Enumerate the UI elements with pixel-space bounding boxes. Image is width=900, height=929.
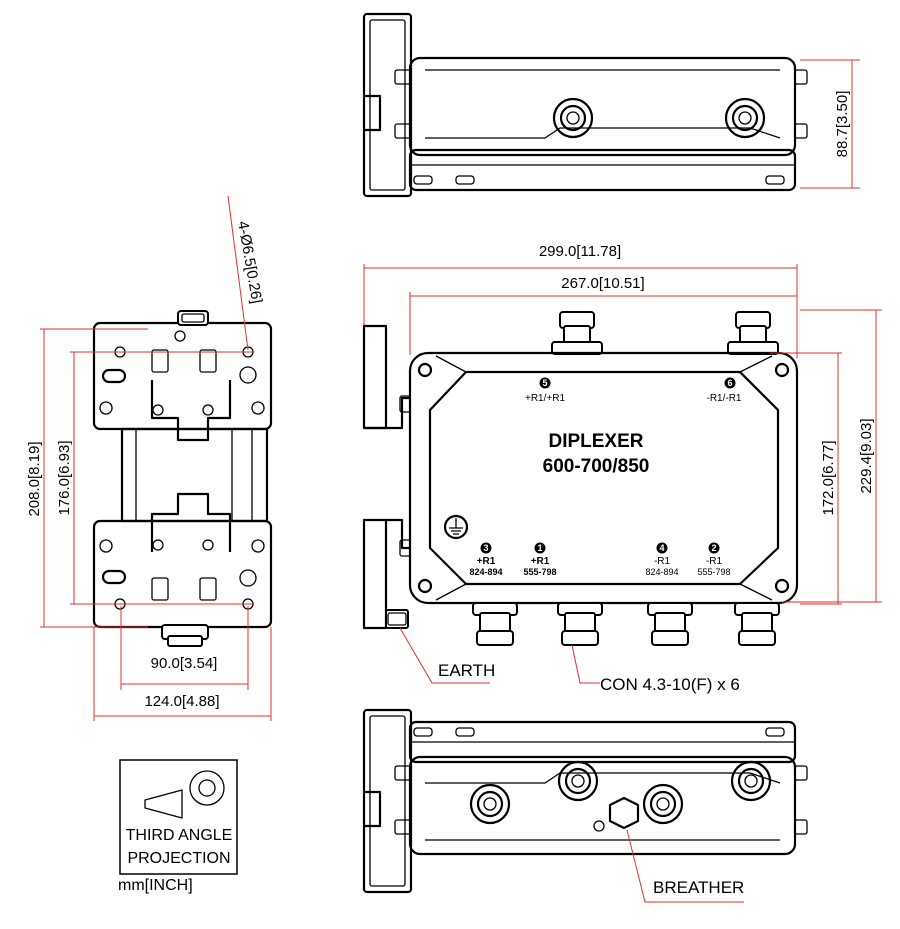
dim-hole-callout: 4-Ø6.5[0.26] (234, 220, 265, 305)
dim-overall-width: 299.0[11.78] (539, 243, 621, 260)
port-label-4: 4 -R1 824-894 (645, 542, 679, 577)
bottom-connector-1 (472, 602, 518, 646)
port-label-2: 2 -R1 555-798 (697, 542, 731, 577)
svg-text:+R1: +R1 (531, 556, 550, 567)
dim-body-width: 267.0[10.51] (561, 275, 644, 292)
bottom-view: BREATHER (362, 708, 808, 903)
dim-hole-spacing-h: 90.0[3.54] (151, 655, 218, 672)
projection-line2: PROJECTION (127, 850, 230, 867)
svg-text:+R1: +R1 (477, 556, 496, 567)
dim-bracket-width: 124.0[4.88] (144, 693, 219, 710)
bottom-view-connector-1 (469, 783, 511, 825)
projection-line1: THIRD ANGLE (126, 827, 233, 844)
port-label-1: 1 +R1 555-798 (523, 542, 557, 577)
bottom-view-connector-4 (730, 760, 772, 802)
bottom-connector-3 (647, 602, 693, 646)
earth-terminal (385, 609, 409, 629)
svg-text:3: 3 (483, 543, 488, 553)
device-bands: 600-700/850 (543, 456, 650, 477)
bottom-connector-2 (557, 602, 603, 646)
projection-symbol-box: THIRD ANGLE PROJECTION (119, 759, 238, 875)
svg-text:-R1/-R1: -R1/-R1 (706, 393, 741, 404)
connector-label: CON 4.3-10(F) x 6 (600, 675, 740, 694)
svg-text:824-894: 824-894 (469, 567, 502, 577)
units-label: mm[INCH] (118, 877, 193, 894)
side-top-connector (177, 310, 209, 326)
side-view: 208.0[8.19] 176.0[6.93] 90.0[3.54] 124.0… (26, 195, 273, 721)
svg-text:-R1: -R1 (706, 556, 723, 567)
device-name: DIPLEXER (548, 431, 643, 452)
dim-overall-height: 229.4[9.03] (858, 418, 875, 493)
mounting-bracket-lower (362, 518, 411, 630)
top-connector-right (727, 311, 779, 355)
port-label-3: 3 +R1 824-894 (469, 542, 503, 577)
port-label-5: 5 +R1/+R1 (525, 377, 565, 404)
dim-body-height: 172.0[6.77] (820, 440, 837, 515)
breather-vent (593, 796, 640, 832)
front-view: 299.0[11.78] 267.0[10.51] (362, 243, 882, 694)
svg-text:555-798: 555-798 (523, 567, 556, 577)
bottom-view-connector-3 (642, 783, 684, 825)
svg-text:5: 5 (542, 378, 547, 388)
top-view: 88.7[3.50] (362, 12, 860, 198)
dim-hole-spacing-v: 176.0[6.93] (56, 440, 73, 515)
svg-text:4: 4 (659, 543, 664, 553)
svg-text:555-798: 555-798 (697, 567, 730, 577)
enclosure-body (408, 351, 799, 605)
breather-label: BREATHER (653, 878, 744, 897)
port-label-6: 6 -R1/-R1 (706, 377, 742, 404)
dim-bracket-height: 208.0[8.19] (26, 441, 43, 516)
projection-circle-icon (189, 770, 225, 806)
earth-label: EARTH (438, 661, 495, 680)
ground-symbol-icon (443, 514, 469, 540)
dim-top-height: 88.7[3.50] (834, 91, 851, 158)
svg-text:+R1/+R1: +R1/+R1 (525, 393, 565, 404)
top-connector-2 (724, 97, 766, 139)
svg-text:6: 6 (727, 378, 732, 388)
svg-text:2: 2 (711, 543, 716, 553)
svg-text:824-894: 824-894 (645, 567, 678, 577)
top-connector-left (551, 311, 603, 355)
svg-text:1: 1 (537, 543, 542, 553)
side-bottom-connector (161, 624, 209, 647)
top-connector-1 (552, 97, 594, 139)
bottom-connector-4 (734, 602, 780, 646)
mounting-bracket-upper (362, 324, 411, 430)
svg-text:-R1: -R1 (654, 556, 671, 567)
bottom-view-connector-2 (557, 760, 599, 802)
